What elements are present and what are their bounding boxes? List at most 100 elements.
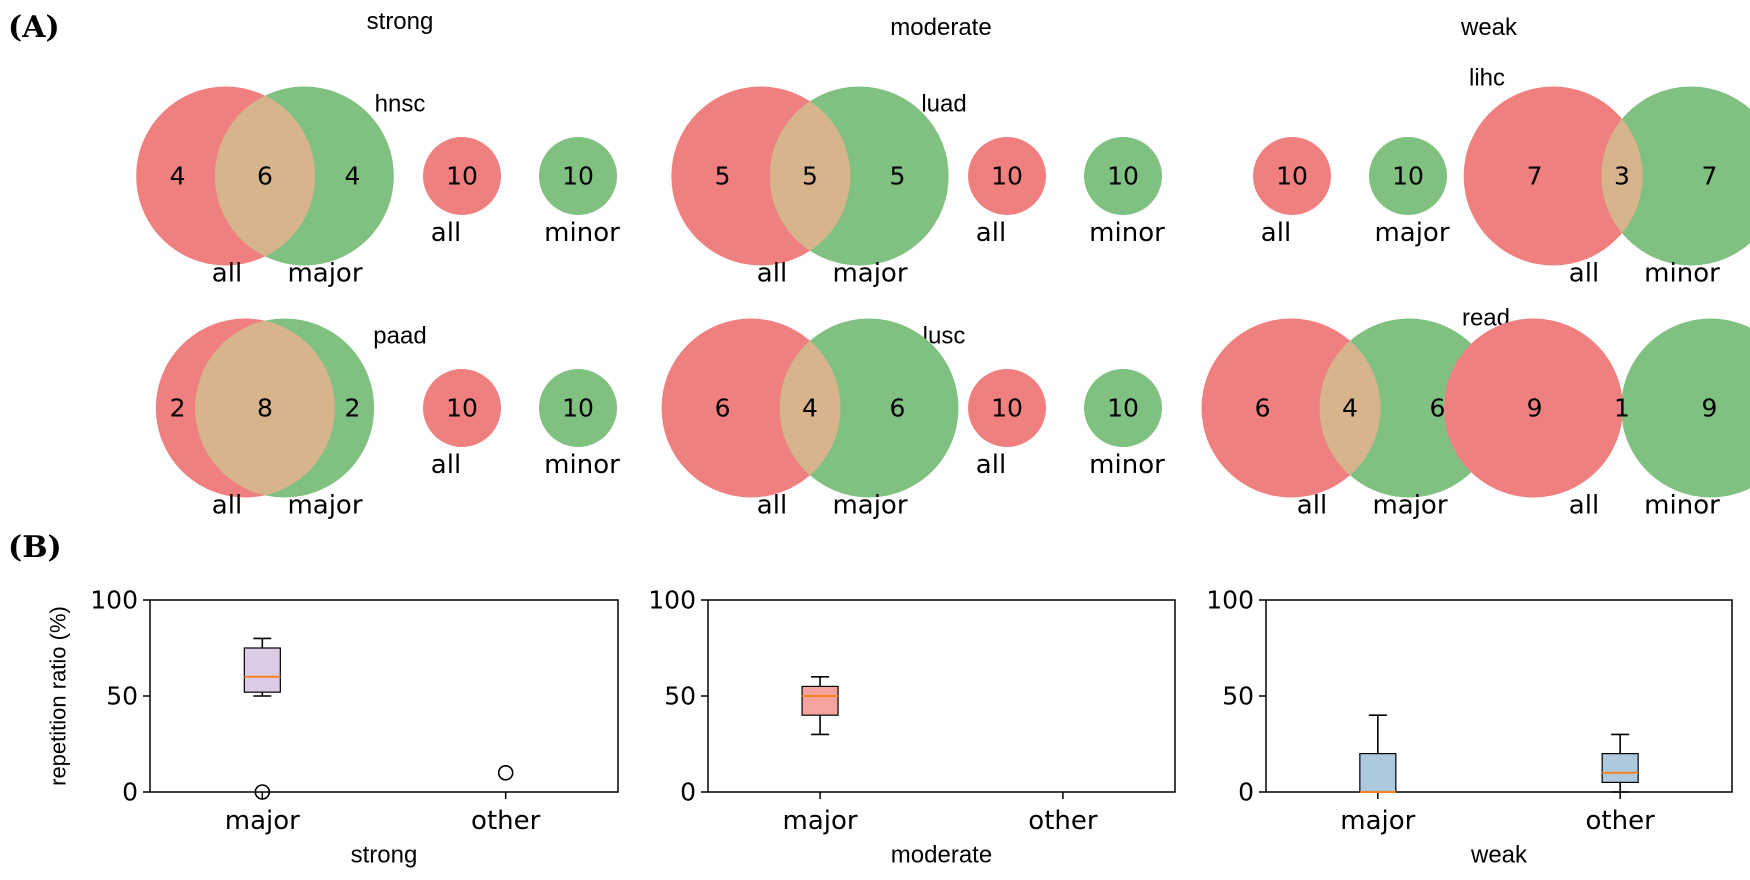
group-title-moderate: moderate — [890, 14, 992, 41]
venn-read-all-major-label-major: major — [1372, 490, 1447, 520]
venn-lihc-all-major-circle-all — [1253, 137, 1331, 215]
venn-read-all-major-overlap — [1319, 318, 1381, 498]
venn-lihc-all-major-count-major: 10 — [1392, 162, 1424, 191]
venn-lusc-all-major-overlap — [779, 318, 841, 498]
venn-hnsc-all-minor-count-all: 10 — [446, 162, 478, 191]
venn-read-all-minor-label-minor: minor — [1644, 490, 1720, 520]
venn-read-all-major-count-only-all: 6 — [1255, 394, 1271, 423]
venn-read-all-minor-label-all: all — [1569, 490, 1599, 520]
box-panel-moderate-xtick-label-other: other — [1028, 806, 1098, 836]
box-panel-weak-ytick-label-50: 50 — [1222, 682, 1254, 711]
venn-read-all-minor-count-both: 1 — [1614, 394, 1630, 423]
box-panel-strong-ytick-label-0: 0 — [122, 778, 138, 807]
venn-lusc-all-minor-circle-minor — [1084, 369, 1162, 447]
box-panel-moderate-xtick-label-major: major — [783, 806, 858, 836]
panel-a-label: (A) — [8, 10, 60, 45]
venn-hnsc-all-major-count-both: 6 — [257, 162, 273, 191]
venn-lusc-all-major-label-all: all — [757, 490, 787, 520]
box-panel-moderate-xlabel: moderate — [891, 842, 992, 869]
venn-lihc-all-minor-label-minor: minor — [1644, 258, 1720, 288]
venn-lihc-all-minor-circle-minor — [1601, 86, 1750, 266]
group-title-strong: strong — [366, 8, 434, 35]
box-panel-strong-ytick-label-50: 50 — [106, 682, 138, 711]
venn-hnsc-all-major-count-only-major: 4 — [345, 162, 361, 191]
venn-lihc-all-minor-circle-all — [1463, 86, 1643, 266]
box-panel-strong-xlabel: strong — [351, 842, 418, 869]
box-panel-weak-major-box — [1359, 752, 1397, 793]
venn-hnsc-all-major-label-all: all — [212, 258, 242, 288]
venn-luad-all-minor-circle-minor — [1084, 137, 1162, 215]
box-panel-weak-xtick-label-major: major — [1340, 806, 1415, 836]
box-panel-moderate-frame — [707, 599, 1176, 793]
venn-read-all-major-count-only-major: 6 — [1430, 394, 1446, 423]
box-panel-strong-ytick-label-100: 100 — [90, 586, 138, 615]
venn-luad-all-major-label-major: major — [832, 258, 907, 288]
venn-paad-all-minor-circle-minor — [539, 369, 617, 447]
venn-luad-all-minor-count-all: 10 — [991, 162, 1023, 191]
box-panel-moderate-ytick-label-50: 50 — [664, 682, 696, 711]
venn-lihc-all-major-count-all: 10 — [1276, 162, 1308, 191]
venn-lihc-all-major-label-all: all — [1261, 218, 1291, 248]
box-panel-weak-ytick-label-100: 100 — [1206, 586, 1254, 615]
cancer-title-paad: paad — [373, 323, 426, 350]
cancer-title-luad: luad — [921, 91, 966, 118]
venn-read-all-major-count-both: 4 — [1342, 394, 1358, 423]
venn-hnsc-all-minor-circle-all — [423, 137, 501, 215]
venn-read-all-minor-count-only-minor: 9 — [1702, 394, 1718, 423]
venn-luad-all-minor-count-minor: 10 — [1107, 162, 1139, 191]
venn-read-all-major-label-all: all — [1297, 490, 1327, 520]
venn-paad-all-minor-label-all: all — [431, 450, 461, 480]
venn-lusc-all-major-count-only-major: 6 — [890, 394, 906, 423]
venn-paad-all-major-label-major: major — [287, 490, 362, 520]
box-panel-moderate-ytick-label-100: 100 — [648, 586, 696, 615]
venn-lusc-all-major-count-both: 4 — [802, 394, 818, 423]
venn-paad-all-minor-count-all: 10 — [446, 394, 478, 423]
box-panel-strong-xtick-label-major: major — [225, 806, 300, 836]
venn-paad-all-minor-label-minor: minor — [544, 450, 620, 480]
venn-lusc-all-minor-circle-all — [968, 369, 1046, 447]
box-panel-weak-ytick-label-0: 0 — [1238, 778, 1254, 807]
venn-lusc-all-minor-label-all: all — [976, 450, 1006, 480]
venn-hnsc-all-minor-label-minor: minor — [544, 218, 620, 248]
box-panel-weak-xtick-label-other: other — [1586, 806, 1656, 836]
venn-luad-all-minor-label-all: all — [976, 218, 1006, 248]
venn-hnsc-all-major-label-major: major — [287, 258, 362, 288]
venn-paad-all-major-count-both: 8 — [257, 394, 273, 423]
venn-lihc-all-minor-label-all: all — [1569, 258, 1599, 288]
venn-luad-all-minor-circle-all — [968, 137, 1046, 215]
venn-lusc-all-minor-count-all: 10 — [991, 394, 1023, 423]
venn-read-all-minor-circle-all — [1443, 318, 1623, 498]
venn-lusc-all-minor-label-minor: minor — [1089, 450, 1165, 480]
venn-lusc-all-minor-count-minor: 10 — [1107, 394, 1139, 423]
venn-paad-all-minor-circle-all — [423, 369, 501, 447]
venn-hnsc-all-minor-label-all: all — [431, 218, 461, 248]
box-panel-strong-major-outlier-0 — [254, 784, 271, 800]
venn-hnsc-all-major-count-only-all: 4 — [170, 162, 186, 191]
box-panel-moderate-ytick-label-0: 0 — [680, 778, 696, 807]
box-panel-strong-other-outlier-0 — [497, 764, 514, 781]
venn-read-all-minor-count-only-all: 9 — [1527, 394, 1543, 423]
venn-luad-all-major-count-both: 5 — [802, 162, 818, 191]
box-panel-strong-major-box — [243, 647, 281, 693]
box-panel-weak-xlabel: weak — [1470, 842, 1528, 869]
venn-lihc-all-major-circle-major — [1369, 137, 1447, 215]
venn-lihc-all-minor-count-only-all: 7 — [1527, 162, 1543, 191]
venn-hnsc-all-major-overlap — [214, 86, 316, 266]
box-panel-weak-other-box — [1601, 752, 1639, 783]
box-panel-strong-xtick-label-other: other — [471, 806, 541, 836]
venn-paad-all-minor-count-minor: 10 — [562, 394, 594, 423]
panel-b-label: (B) — [8, 530, 62, 565]
box-panel-weak-frame — [1265, 599, 1733, 793]
venn-hnsc-all-minor-count-minor: 10 — [562, 162, 594, 191]
y-axis-label: repetition ratio (%) — [46, 606, 71, 786]
venn-luad-all-major-count-only-all: 5 — [715, 162, 731, 191]
box-panel-strong-frame — [149, 599, 619, 793]
venn-lihc-all-major-label-major: major — [1374, 218, 1449, 248]
venn-lihc-all-minor-count-both: 3 — [1614, 162, 1630, 191]
venn-luad-all-minor-label-minor: minor — [1089, 218, 1165, 248]
group-title-weak: weak — [1460, 14, 1518, 41]
cancer-title-lihc: lihc — [1469, 65, 1505, 92]
venn-paad-all-major-count-only-all: 2 — [170, 394, 186, 423]
venn-paad-all-major-count-only-major: 2 — [345, 394, 361, 423]
box-panel-moderate-major-box — [801, 685, 839, 716]
